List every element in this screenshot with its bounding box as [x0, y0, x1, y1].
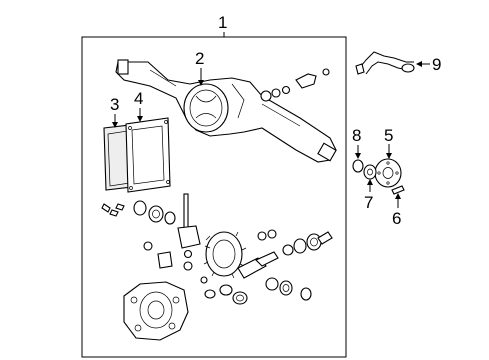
- wheel-stud: [391, 185, 405, 195]
- callout-4: 4: [134, 89, 143, 108]
- cover-gasket: [125, 117, 171, 193]
- callout-3: 3: [110, 95, 119, 114]
- callout-8-arrow: [355, 153, 361, 159]
- callout-4-arrow: [137, 116, 143, 122]
- pinion-shims-bearings: [257, 229, 333, 301]
- hub-seal: [352, 159, 364, 173]
- differential-small-parts: [143, 241, 248, 305]
- callout-7: 7: [364, 193, 373, 212]
- pinion-bearings: [133, 193, 201, 249]
- callout-6-arrow: [395, 193, 401, 199]
- callout-2-arrow: [198, 80, 204, 86]
- callout-9-arrow: [416, 61, 422, 67]
- hub-flange: [374, 158, 402, 188]
- housing-vent-parts: [260, 68, 330, 102]
- callout-2: 2: [195, 49, 204, 68]
- assembly-frame: [81, 36, 347, 358]
- ring-gear: [203, 231, 247, 279]
- callout-1: 1: [218, 13, 227, 32]
- differential-case: [123, 281, 189, 341]
- cover-bolts: [101, 203, 125, 217]
- callout-9: 9: [432, 55, 441, 74]
- callout-7-arrow: [367, 179, 373, 185]
- callout-3-arrow: [112, 122, 118, 128]
- callout-6: 6: [392, 209, 401, 228]
- callout-5-arrow: [386, 153, 392, 159]
- pinion-gear: [237, 251, 279, 279]
- callout-5: 5: [384, 126, 393, 145]
- callout-8: 8: [352, 126, 361, 145]
- vent-hose: [355, 51, 415, 75]
- axle-housing: [115, 59, 337, 163]
- hub-bearing: [363, 164, 377, 180]
